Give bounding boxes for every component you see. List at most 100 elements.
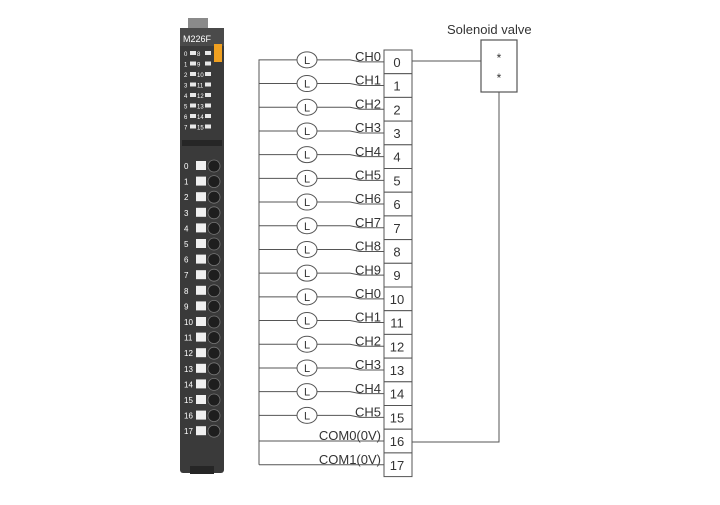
terminal-screw bbox=[207, 331, 221, 345]
terminal-screw bbox=[207, 315, 221, 329]
module-divider bbox=[182, 140, 222, 146]
solenoid-label: Solenoid valve bbox=[447, 22, 532, 37]
terminal-number: 15 bbox=[390, 410, 404, 425]
led-label: 3 bbox=[184, 84, 188, 90]
load-wire-right bbox=[317, 106, 384, 110]
terminal-screw bbox=[207, 362, 221, 376]
terminal-screw bbox=[207, 299, 221, 313]
terminal-number-label: 15 bbox=[184, 396, 193, 405]
channel-label: CH0 bbox=[355, 49, 381, 64]
terminal-number-label: 13 bbox=[184, 365, 193, 374]
load-wire-right bbox=[317, 225, 384, 229]
load-wire-left bbox=[258, 272, 297, 276]
load-wire-right bbox=[317, 83, 384, 87]
terminal-number: 14 bbox=[390, 387, 404, 402]
led-indicator bbox=[205, 93, 211, 97]
load-wire-right bbox=[317, 154, 384, 158]
load-wire-left bbox=[258, 106, 297, 110]
load-symbol-letter: L bbox=[304, 150, 310, 162]
channel-label: CH9 bbox=[355, 262, 381, 277]
module-model-label: M226F bbox=[183, 34, 212, 44]
terminal-number: 4 bbox=[393, 150, 400, 165]
load-wire-right bbox=[317, 130, 384, 134]
terminal-release-tab bbox=[196, 348, 206, 358]
terminal-number: 2 bbox=[393, 102, 400, 117]
load-wire-left bbox=[258, 414, 297, 418]
led-indicator bbox=[190, 61, 196, 66]
load-wire-right bbox=[317, 367, 384, 371]
load-symbol-letter: L bbox=[304, 197, 310, 209]
led-label: 0 bbox=[184, 52, 188, 58]
load-wire-right bbox=[317, 59, 384, 63]
terminal-number-label: 11 bbox=[184, 334, 193, 343]
terminal-screw bbox=[207, 190, 221, 204]
load-symbol-letter: L bbox=[304, 102, 310, 114]
channel-label: CH7 bbox=[355, 215, 381, 230]
load-symbol-letter: L bbox=[304, 316, 310, 328]
load-wire-left bbox=[258, 201, 297, 205]
terminal-number-label: 9 bbox=[184, 302, 189, 311]
terminal-number-label: 6 bbox=[184, 256, 189, 265]
load-wire-right bbox=[317, 320, 384, 324]
terminal-number: 12 bbox=[390, 339, 404, 354]
terminal-screw bbox=[207, 221, 221, 235]
led-label: 7 bbox=[184, 126, 188, 132]
solenoid-mark-top: * bbox=[497, 51, 502, 65]
load-wire-right bbox=[317, 414, 384, 418]
load-wire-left bbox=[258, 177, 297, 181]
terminal-number-label: 10 bbox=[184, 318, 193, 327]
led-label: 9 bbox=[197, 63, 201, 69]
terminal-number-label: 7 bbox=[184, 271, 189, 280]
led-label: 2 bbox=[184, 73, 188, 79]
module-header bbox=[180, 28, 224, 46]
terminal-number-label: 0 bbox=[184, 162, 189, 171]
terminal-number: 6 bbox=[393, 197, 400, 212]
terminal-release-tab bbox=[196, 317, 206, 326]
terminal-release-tab bbox=[196, 176, 206, 186]
terminal-screw bbox=[207, 393, 221, 407]
terminal-number-label: 12 bbox=[184, 349, 193, 358]
led-indicator bbox=[205, 51, 211, 55]
terminal-number: 5 bbox=[393, 173, 400, 188]
led-indicator bbox=[190, 72, 196, 76]
terminal-release-tab bbox=[196, 270, 206, 280]
led-indicator bbox=[205, 61, 211, 66]
led-indicator bbox=[190, 124, 196, 129]
load-wire-left bbox=[258, 83, 297, 86]
terminal-release-tab bbox=[196, 223, 206, 233]
load-wire-left bbox=[258, 59, 297, 62]
terminal-screw bbox=[207, 284, 221, 298]
channel-label: CH5 bbox=[355, 168, 381, 183]
terminal-number: 10 bbox=[390, 292, 404, 307]
load-wire-left bbox=[258, 225, 297, 228]
module-bottom-latch bbox=[190, 466, 214, 474]
terminal-release-tab bbox=[196, 161, 206, 170]
channel-label: COM0(0V) bbox=[319, 428, 381, 443]
terminal-number: 7 bbox=[393, 221, 400, 236]
terminal-screw bbox=[207, 253, 221, 267]
load-wire-right bbox=[317, 248, 384, 252]
channel-label: CH6 bbox=[355, 191, 381, 206]
led-indicator bbox=[190, 114, 196, 118]
channel-label: CH5 bbox=[355, 405, 381, 420]
led-label: 6 bbox=[184, 115, 188, 121]
load-wire-right bbox=[317, 201, 384, 205]
terminal-number-label: 16 bbox=[184, 412, 193, 421]
load-symbol-letter: L bbox=[304, 126, 310, 138]
terminal-number: 17 bbox=[390, 458, 404, 473]
terminal-release-tab bbox=[196, 395, 206, 404]
terminal-number-label: 4 bbox=[184, 224, 189, 233]
channel-label: CH4 bbox=[355, 144, 381, 159]
led-indicator bbox=[205, 114, 211, 118]
terminal-screw bbox=[207, 268, 221, 282]
channel-label: CH4 bbox=[355, 381, 381, 396]
led-label: 13 bbox=[197, 105, 204, 111]
channel-label: CH1 bbox=[355, 310, 381, 325]
led-label: 11 bbox=[197, 84, 204, 90]
terminal-number: 1 bbox=[393, 79, 400, 94]
terminal-number: 0 bbox=[393, 55, 400, 70]
solenoid-mark-bottom: * bbox=[497, 71, 502, 85]
